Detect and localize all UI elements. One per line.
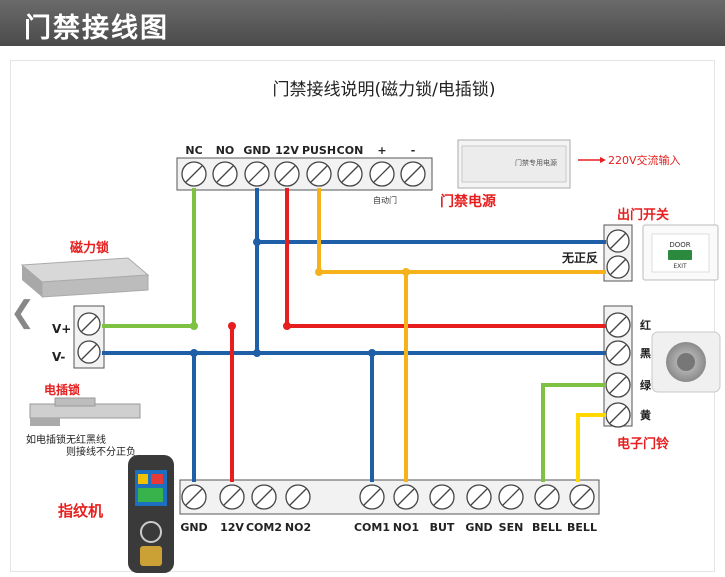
bottom-terminal-screw-slot — [185, 488, 203, 506]
doorbell-terminal-screw-slot — [609, 406, 627, 424]
exit-button: DOOR EXIT — [642, 224, 719, 281]
bottom-terminal-block — [179, 479, 600, 515]
bottom-terminal-screw-slot — [573, 488, 591, 506]
mag-lock-pin-plus: V+ — [52, 322, 71, 336]
bottom-terminal-screw-slot — [538, 488, 556, 506]
bottom-terminal-label: GND — [180, 521, 207, 534]
top-terminal-label: NO — [216, 144, 235, 157]
doorbell-wire-label: 黑 — [640, 347, 651, 360]
header-bar: 门禁接线图 — [0, 0, 725, 46]
bottom-terminal-screw-slot — [363, 488, 381, 506]
top-terminal-screw-slot — [373, 165, 391, 183]
bottom-terminal-label: BELL — [567, 521, 597, 534]
top-terminal-screw-slot — [248, 165, 266, 183]
auto-door-label: 自动门 — [373, 195, 397, 205]
bottom-terminal-screw-slot — [397, 488, 415, 506]
bottom-terminal-label: BUT — [430, 521, 455, 534]
top-terminal-label: - — [411, 144, 416, 157]
top-terminal-screw-slot — [310, 165, 328, 183]
top-terminal-screw-slot — [404, 165, 422, 183]
top-terminal-screw-slot — [216, 165, 234, 183]
top-terminal-label: NC — [185, 144, 202, 157]
electric-bolt-label: 电插锁 — [44, 382, 80, 397]
electric-bolt-note-2: 则接线不分正负 — [66, 445, 136, 458]
top-terminal-screw-slot — [278, 165, 296, 183]
doorbell-wire-label: 黄 — [640, 408, 651, 422]
power-supply-unit: 门禁专用电源 — [457, 139, 571, 189]
power-supply-label: 门禁电源 — [440, 193, 496, 210]
mag-lock-device — [20, 257, 150, 298]
wires — [102, 188, 606, 482]
mag-lock-label: 磁力锁 — [70, 240, 109, 256]
bottom-terminal-label: GND — [465, 521, 492, 534]
bottom-terminal-label: NO2 — [285, 521, 311, 534]
page-title: 门禁接线图 — [24, 13, 169, 44]
doorbell-label: 电子门铃 — [617, 436, 669, 452]
exit-button-label: 出门开关 — [617, 207, 669, 223]
doorbell-terminal-screw-slot — [609, 344, 627, 362]
bottom-terminal-label: BELL — [532, 521, 562, 534]
top-terminal-label: 12V — [275, 144, 299, 157]
chevron-left-icon[interactable]: ❮ — [10, 295, 36, 330]
bottom-terminal-screw-slot — [433, 488, 451, 506]
top-terminal-label: CON — [337, 144, 364, 157]
power-supply-plate-text: 门禁专用电源 — [515, 158, 557, 167]
exit-plate-top: DOOR — [669, 241, 690, 249]
electric-bolt-note-1: 如电插锁无红黑线 — [26, 433, 106, 446]
bottom-terminal-label: NO1 — [393, 521, 419, 534]
doorbell-terminal-screw-slot — [609, 376, 627, 394]
doorbell-wire-label: 绿 — [640, 378, 652, 392]
doorbell-speaker — [651, 331, 721, 393]
top-terminal-label: GND — [243, 144, 270, 157]
diagram-frame — [10, 60, 715, 572]
electric-bolt-device — [29, 397, 141, 426]
bottom-terminal-label: 12V — [220, 521, 244, 534]
bottom-terminal-label: SEN — [499, 521, 524, 534]
doorbell-wire-label: 红 — [640, 318, 651, 332]
no-polarity-label: 无正反 — [561, 250, 598, 265]
wire-junctions — [190, 238, 410, 357]
top-terminal-label: PUSH — [302, 144, 336, 157]
top-terminal-label: + — [377, 144, 386, 157]
bottom-terminal-screw-slot — [502, 488, 520, 506]
bottom-terminal-screw-slot — [470, 488, 488, 506]
bottom-terminal-screw-slot — [255, 488, 273, 506]
top-terminal-screw-slot — [185, 165, 203, 183]
power-input-label: 220V交流输入 — [608, 153, 681, 167]
bottom-terminal-label: COM2 — [246, 521, 282, 534]
fingerprint-reader — [128, 455, 174, 573]
exit-plate-bottom: EXIT — [673, 263, 687, 270]
mag-lock-pin-minus: V- — [52, 350, 65, 364]
bottom-terminal-label: COM1 — [354, 521, 390, 534]
bottom-terminal-screw-slot — [289, 488, 307, 506]
diagram-title: 门禁接线说明(磁力锁/电插锁) — [273, 80, 496, 100]
doorbell-terminal-screw-slot — [609, 316, 627, 334]
fingerprint-label: 指纹机 — [58, 502, 103, 520]
top-terminal-screw-slot — [341, 165, 359, 183]
bottom-terminal-screw-slot — [223, 488, 241, 506]
